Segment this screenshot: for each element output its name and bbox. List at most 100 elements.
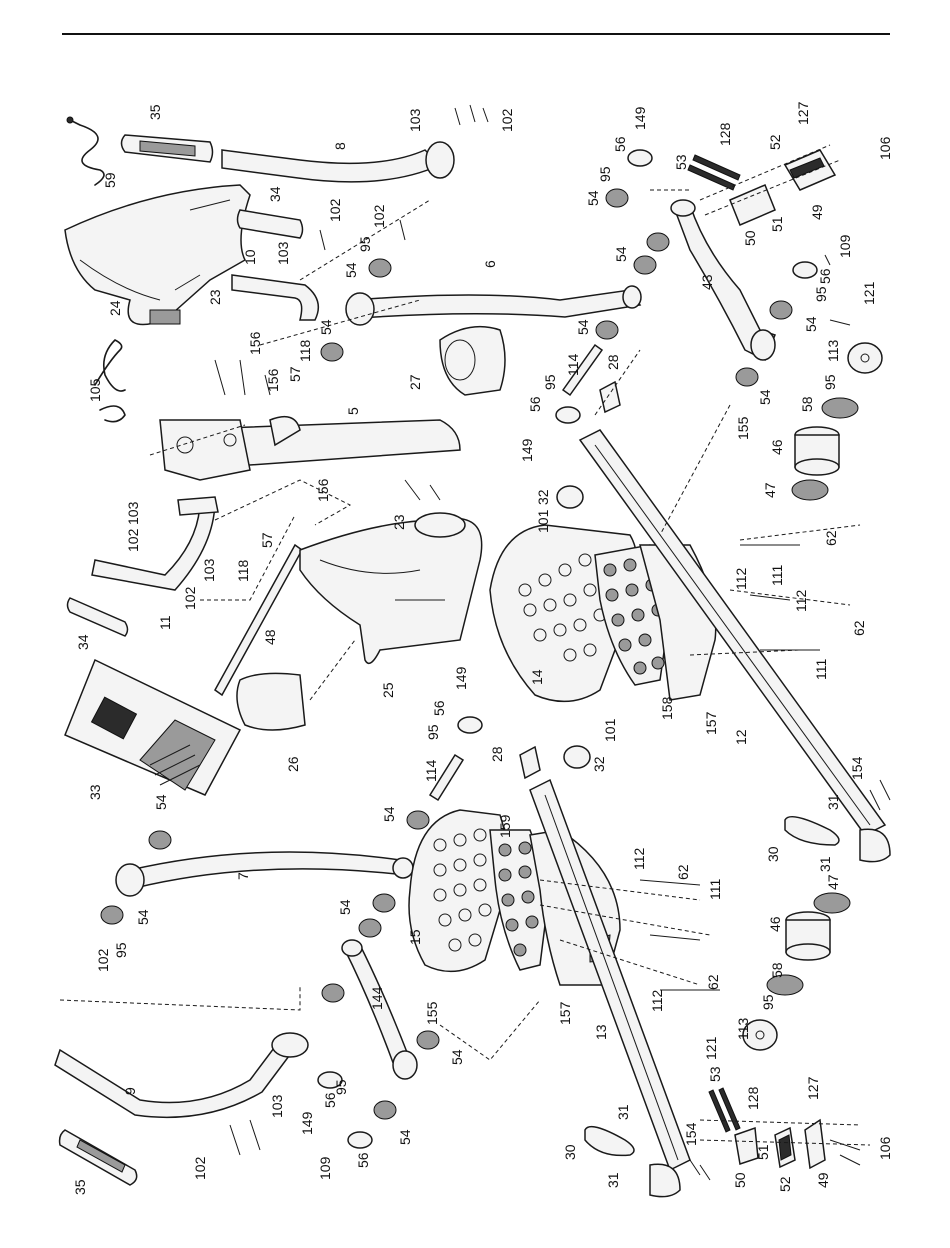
part-label: 101	[535, 509, 551, 533]
bushing-54-lower-left	[100, 810, 440, 1120]
rail-13	[529, 778, 691, 1172]
part-label: 62	[675, 864, 691, 880]
part-label: 53	[673, 154, 689, 170]
part-label: 35	[72, 1179, 88, 1195]
guide-lines	[59, 144, 871, 1146]
part-label: 121	[861, 281, 877, 305]
cap-56-lower-left	[317, 716, 483, 1149]
part-label: 5	[345, 407, 361, 415]
part-label: 149	[299, 1111, 315, 1135]
handlebar-9	[54, 1032, 309, 1119]
part-label: 109	[837, 234, 853, 258]
part-label: 102	[499, 108, 515, 132]
part-label: 54	[803, 316, 819, 332]
part-label: 47	[762, 482, 778, 498]
part-label: 23	[207, 289, 223, 305]
cap-56-right	[792, 261, 818, 279]
part-label: 54	[575, 319, 591, 335]
part-label: 50	[742, 230, 758, 246]
part-labels: 35 59 8 103 102 34 10 103 102 102 95 54 …	[72, 101, 893, 1195]
part-label: 56	[612, 136, 628, 152]
part-label: 31	[605, 1172, 621, 1188]
part-label: 95	[822, 374, 838, 390]
console-shroud-24	[64, 184, 251, 326]
part-label: 102	[182, 586, 198, 610]
part-label: 31	[825, 794, 841, 810]
part-label: 159	[497, 814, 513, 838]
part-label: 52	[777, 1176, 793, 1192]
part-label: 49	[815, 1172, 831, 1188]
part-label: 113	[825, 339, 841, 362]
part-label: 48	[262, 629, 278, 645]
part-label: 95	[597, 166, 613, 182]
part-label: 157	[557, 1001, 573, 1025]
part-label: 112	[631, 847, 647, 870]
console-33	[64, 658, 242, 796]
part-label: 58	[799, 396, 815, 412]
grip-35-lower	[58, 1129, 138, 1186]
part-label: 114	[423, 759, 439, 782]
part-label: 31	[817, 856, 833, 872]
part-label: 57	[287, 366, 303, 382]
part-label: 106	[877, 1136, 893, 1160]
part-label: 46	[769, 439, 785, 455]
bracket-49-upper	[783, 149, 837, 191]
part-label: 13	[593, 1024, 609, 1040]
upright-5	[159, 415, 461, 481]
part-label: 128	[717, 122, 733, 146]
part-label: 155	[424, 1001, 440, 1025]
part-label: 156	[265, 368, 281, 392]
part-label: 118	[297, 339, 313, 362]
part-label: 149	[453, 666, 469, 690]
part-label: 33	[87, 784, 103, 800]
part-label: 12	[733, 729, 749, 745]
part-label: 149	[632, 106, 648, 130]
part-label: 24	[107, 300, 123, 316]
spring-53-upper	[687, 154, 741, 191]
block-28-upper	[599, 380, 621, 414]
part-label: 155	[735, 416, 751, 440]
pedal-pad-159-bumps	[498, 841, 539, 957]
part-label: 127	[795, 101, 811, 125]
wheel-47-upper	[791, 479, 829, 501]
axle-114-upper	[561, 343, 604, 397]
cap-113-lower	[742, 1019, 778, 1051]
axle-114-lower	[428, 753, 465, 802]
part-label: 54	[343, 262, 359, 278]
cap-26	[236, 672, 306, 731]
part-label: 95	[760, 994, 776, 1010]
wheel-47-lower	[813, 892, 851, 914]
part-label: 56	[355, 1152, 371, 1168]
part-label: 144	[369, 986, 385, 1010]
part-label: 26	[285, 756, 301, 772]
bracket-52-lower	[774, 1126, 796, 1169]
part-label: 105	[87, 378, 103, 402]
part-label: 156	[315, 478, 331, 502]
part-label: 127	[805, 1076, 821, 1100]
part-label: 14	[529, 669, 545, 685]
part-label: 111	[769, 565, 785, 586]
roller-46-upper	[794, 426, 840, 476]
part-label: 95	[357, 236, 373, 252]
part-label: 32	[535, 489, 551, 505]
part-label: 23	[391, 514, 407, 530]
part-label: 15	[407, 929, 423, 945]
part-label: 112	[649, 989, 665, 1012]
rail-12	[578, 429, 887, 836]
part-label: 57	[259, 532, 275, 548]
part-label: 54	[318, 319, 334, 335]
part-label: 156	[247, 331, 263, 355]
part-label: 103	[125, 501, 141, 525]
part-label: 54	[449, 1049, 465, 1065]
part-label: 114	[565, 353, 581, 376]
part-label: 51	[769, 216, 785, 232]
part-label: 106	[877, 136, 893, 160]
arm-7	[115, 851, 414, 897]
part-label: 101	[602, 718, 618, 742]
part-label: 59	[102, 172, 118, 188]
rod-48	[214, 543, 303, 697]
bracket-50-lower	[734, 1126, 759, 1165]
part-label: 7	[235, 872, 251, 880]
part-label: 54	[397, 1129, 413, 1145]
part-label: 34	[267, 186, 283, 202]
